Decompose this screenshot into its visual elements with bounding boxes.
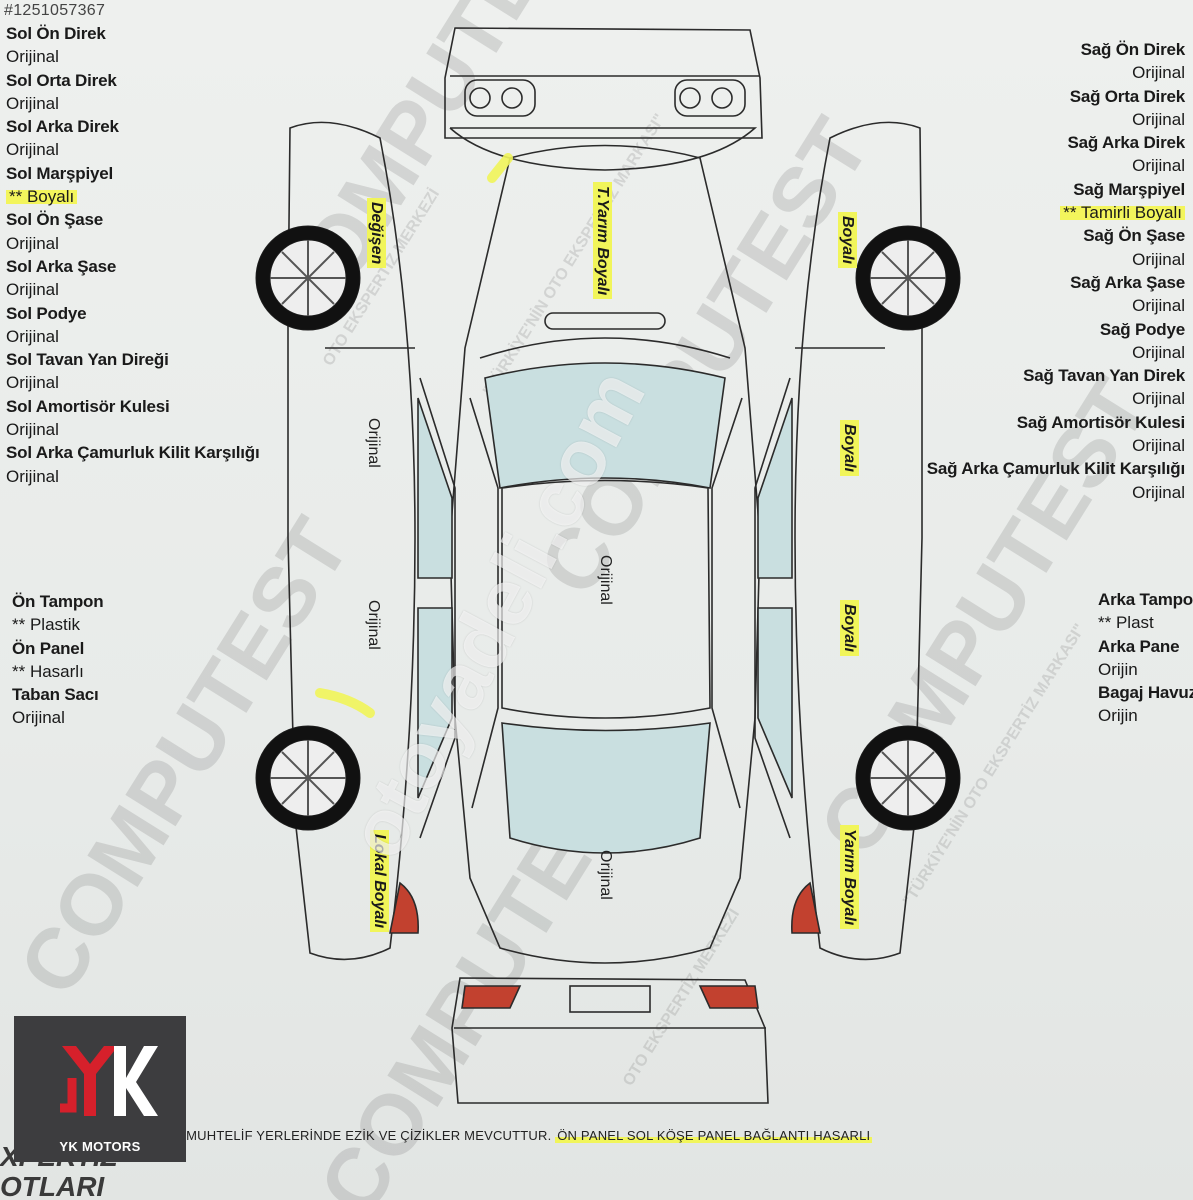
rear-part-title: Arka Pane [1098,636,1180,656]
right-part-value: Orijinal [1132,342,1185,362]
left-part-value: Orijinal [6,466,59,486]
rear-part-value: Orijin [1098,659,1138,679]
right-part-title: Sağ Amortisör Kulesi [1016,412,1185,432]
rear-part-value: Orijin [1098,706,1138,726]
stamp-line-2: OTLARI [0,1171,105,1200]
car-top-body [449,144,761,964]
right-part-value-highlight: ** Tamirli Boyalı [1060,203,1185,223]
front-part-value: Orijinal [12,708,65,728]
left-part-value: Orijinal [6,140,59,160]
front-part-title: Ön Panel [12,638,85,658]
car-damage-diagram [240,18,980,1118]
left-part-value: Orijinal [6,93,59,113]
left-part-title: Sol Amortisör Kulesi [6,396,170,416]
rear-part-value: ** Plast [1098,613,1154,633]
rear-part-title: Arka Tampo [1098,590,1193,609]
left-part-title: Sol Arka Direk [6,117,119,137]
left-part-value-highlight: ** Boyalı [6,187,78,207]
right-part-value: Orijinal [1132,249,1185,269]
right-part-title: Sağ Arka Şase [1070,272,1185,292]
right-part-value: Orijinal [1132,436,1185,456]
rear-window [501,722,711,854]
right-part-title: Sağ Orta Direk [1069,86,1186,106]
left-part-value: Orijinal [6,280,59,300]
note-right-front-fender: Boyalı [838,212,857,269]
right-part-title: Sağ Ön Şase [1083,226,1185,246]
right-part-value: ** Tamirli Boyalı [927,201,1185,224]
left-part-title: Sol Arka Şase [6,256,117,276]
right-part-title: Sağ Arka Direk [1067,133,1185,153]
left-part-value: Orijinal [6,47,59,67]
front-bumper-outline [444,27,763,139]
rear-bumper-outline [451,977,769,1104]
right-part-title: Sağ Tavan Yan Direk [1023,366,1185,386]
right-side-body [794,121,923,961]
left-part-title: Sol Orta Direk [6,70,117,90]
left-part-title: Sol Marşpiyel [6,163,113,183]
yk-motors-logo: YK MOTORS [14,1016,186,1162]
rear-right-taillight [698,985,759,1009]
note-left-front-door: Orijinal [365,418,382,468]
yk-logo-mark-icon [60,1046,158,1116]
rear-part-title: Bagaj Havuz [1098,683,1193,703]
left-part-title: Sol Podye [6,303,87,323]
right-part-value: Orijinal [1132,389,1185,409]
damage-footer-note: ARACIN MUHTELİF YERLERİNDE EZİK VE ÇİZİK… [132,1128,873,1143]
note-left-front-fender: Değişen [367,198,386,269]
front-part-title: Taban Sacı [12,685,99,705]
roof [501,479,711,719]
listing-id: #1251057367 [4,2,106,19]
note-right-rear-door: Boyalı [840,600,859,657]
note-hood: T.Yarım Boyalı [593,182,612,300]
car-outline-svg [255,27,961,1104]
footer-note-part2: ÖN PANEL SOL KÖŞE PANEL BAĞLANTI HASARLI [555,1128,873,1143]
rear-left-taillight [461,985,522,1009]
left-part-value: Orijinal [6,233,59,253]
front-part-value: ** Plastik [12,615,81,635]
note-trunk: Orijinal [597,850,614,900]
note-right-rear-fender: Yarım Boyalı [840,825,859,930]
left-part-value: ** Boyalı [6,185,260,208]
right-part-value: Orijinal [1132,482,1185,502]
note-left-rear-door: Orijinal [365,600,382,650]
left-part-title: Sol Ön Şase [6,210,104,230]
left-part-title: Sol Arka Çamurluk Kilit Karşılığı [6,443,260,463]
right-part-title: Sağ Arka Çamurluk Kilit Karşılığı [926,459,1185,479]
right-part-value: Orijinal [1132,109,1185,129]
logo-brand-text: YK MOTORS [59,1139,141,1154]
right-part-value: Orijinal [1132,296,1185,316]
windshield [484,362,726,489]
left-part-title: Sol Ön Direk [6,24,106,43]
note-right-front-door: Boyalı [840,420,859,477]
right-part-title: Sağ Marşpiyel [1073,179,1185,199]
left-part-title: Sol Tavan Yan Direği [6,350,169,370]
right-part-title: Sağ Ön Direk [1080,40,1186,59]
front-part-title: Ön Tampon [12,592,104,611]
front-left-headlight [464,79,536,117]
left-part-value: Orijinal [6,326,59,346]
wheels [255,225,961,831]
left-part-value: Orijinal [6,420,59,440]
front-part-value: ** Hasarlı [12,661,84,681]
left-part-value: Orijinal [6,373,59,393]
left-side-body [287,121,416,961]
right-part-value: Orijinal [1132,63,1185,83]
right-part-value: Orijinal [1132,156,1185,176]
right-part-title: Sağ Podye [1099,319,1185,339]
note-roof: Orijinal [597,555,614,605]
front-right-headlight [674,79,746,117]
footer-note-part1: ARACIN MUHTELİF YERLERİNDE EZİK VE ÇİZİK… [132,1128,552,1143]
